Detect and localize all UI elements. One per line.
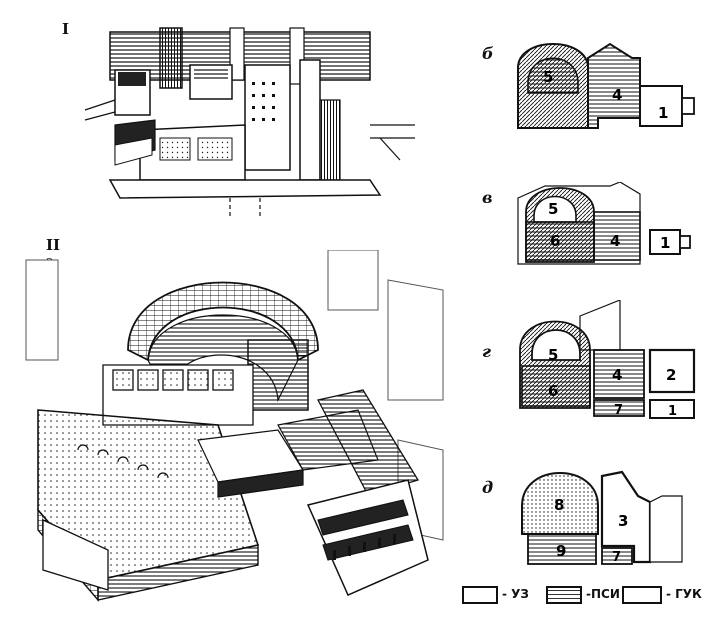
plan-b-zone-label: 4 — [612, 86, 622, 104]
legend-label-psi: -ПСИ — [586, 587, 620, 601]
view-label-I: I — [62, 20, 70, 38]
plan-v-zone-label: 1 — [660, 234, 670, 252]
plan-v: 5 6 4 1 — [517, 182, 691, 265]
legend-label-guk: - ГУК — [666, 587, 702, 601]
plan-d-zone-label: 8 — [554, 496, 564, 514]
plan-label-d: д — [482, 478, 494, 497]
plan-v-zone-label: 5 — [548, 200, 558, 218]
plan-b: 5 4 1 — [517, 42, 695, 129]
plan-d-zone-label: 3 — [618, 512, 628, 530]
legend-swatch-uz — [462, 586, 498, 604]
legend-label-uz: - УЗ — [502, 587, 529, 601]
legend-swatch-psi — [546, 586, 582, 604]
plan-d-zone-label: 9 — [556, 542, 566, 560]
plan-g: 5 6 4 2 7 1 — [519, 300, 696, 419]
axonometric-view-II — [25, 250, 444, 602]
plan-g-zone-label: 2 — [666, 366, 676, 384]
plan-b-zone-label: 1 — [658, 104, 668, 122]
plan-g-zone-label: 4 — [612, 366, 622, 384]
plan-d: 8 3 9 7 — [521, 470, 683, 565]
plan-v-zone-label: 6 — [550, 232, 560, 250]
legend: - УЗ -ПСИ - ГУК — [462, 580, 720, 610]
legend-swatch-guk — [622, 586, 662, 604]
plan-g-zone-label: 5 — [548, 346, 558, 364]
plan-label-b: б — [482, 44, 494, 63]
plan-d-zone-label: 7 — [612, 550, 621, 565]
plan-g-zone-label: 6 — [548, 382, 558, 400]
plan-g-zone-label: 1 — [668, 404, 677, 419]
plan-b-zone-label: 5 — [543, 68, 553, 86]
axonometric-view-I — [84, 27, 415, 216]
plan-label-g: г — [482, 342, 491, 361]
view-label-II: II — [46, 236, 61, 254]
plan-v-zone-label: 4 — [610, 232, 620, 250]
plan-g-zone-label: 7 — [614, 403, 623, 418]
plan-label-v: в — [482, 188, 493, 207]
